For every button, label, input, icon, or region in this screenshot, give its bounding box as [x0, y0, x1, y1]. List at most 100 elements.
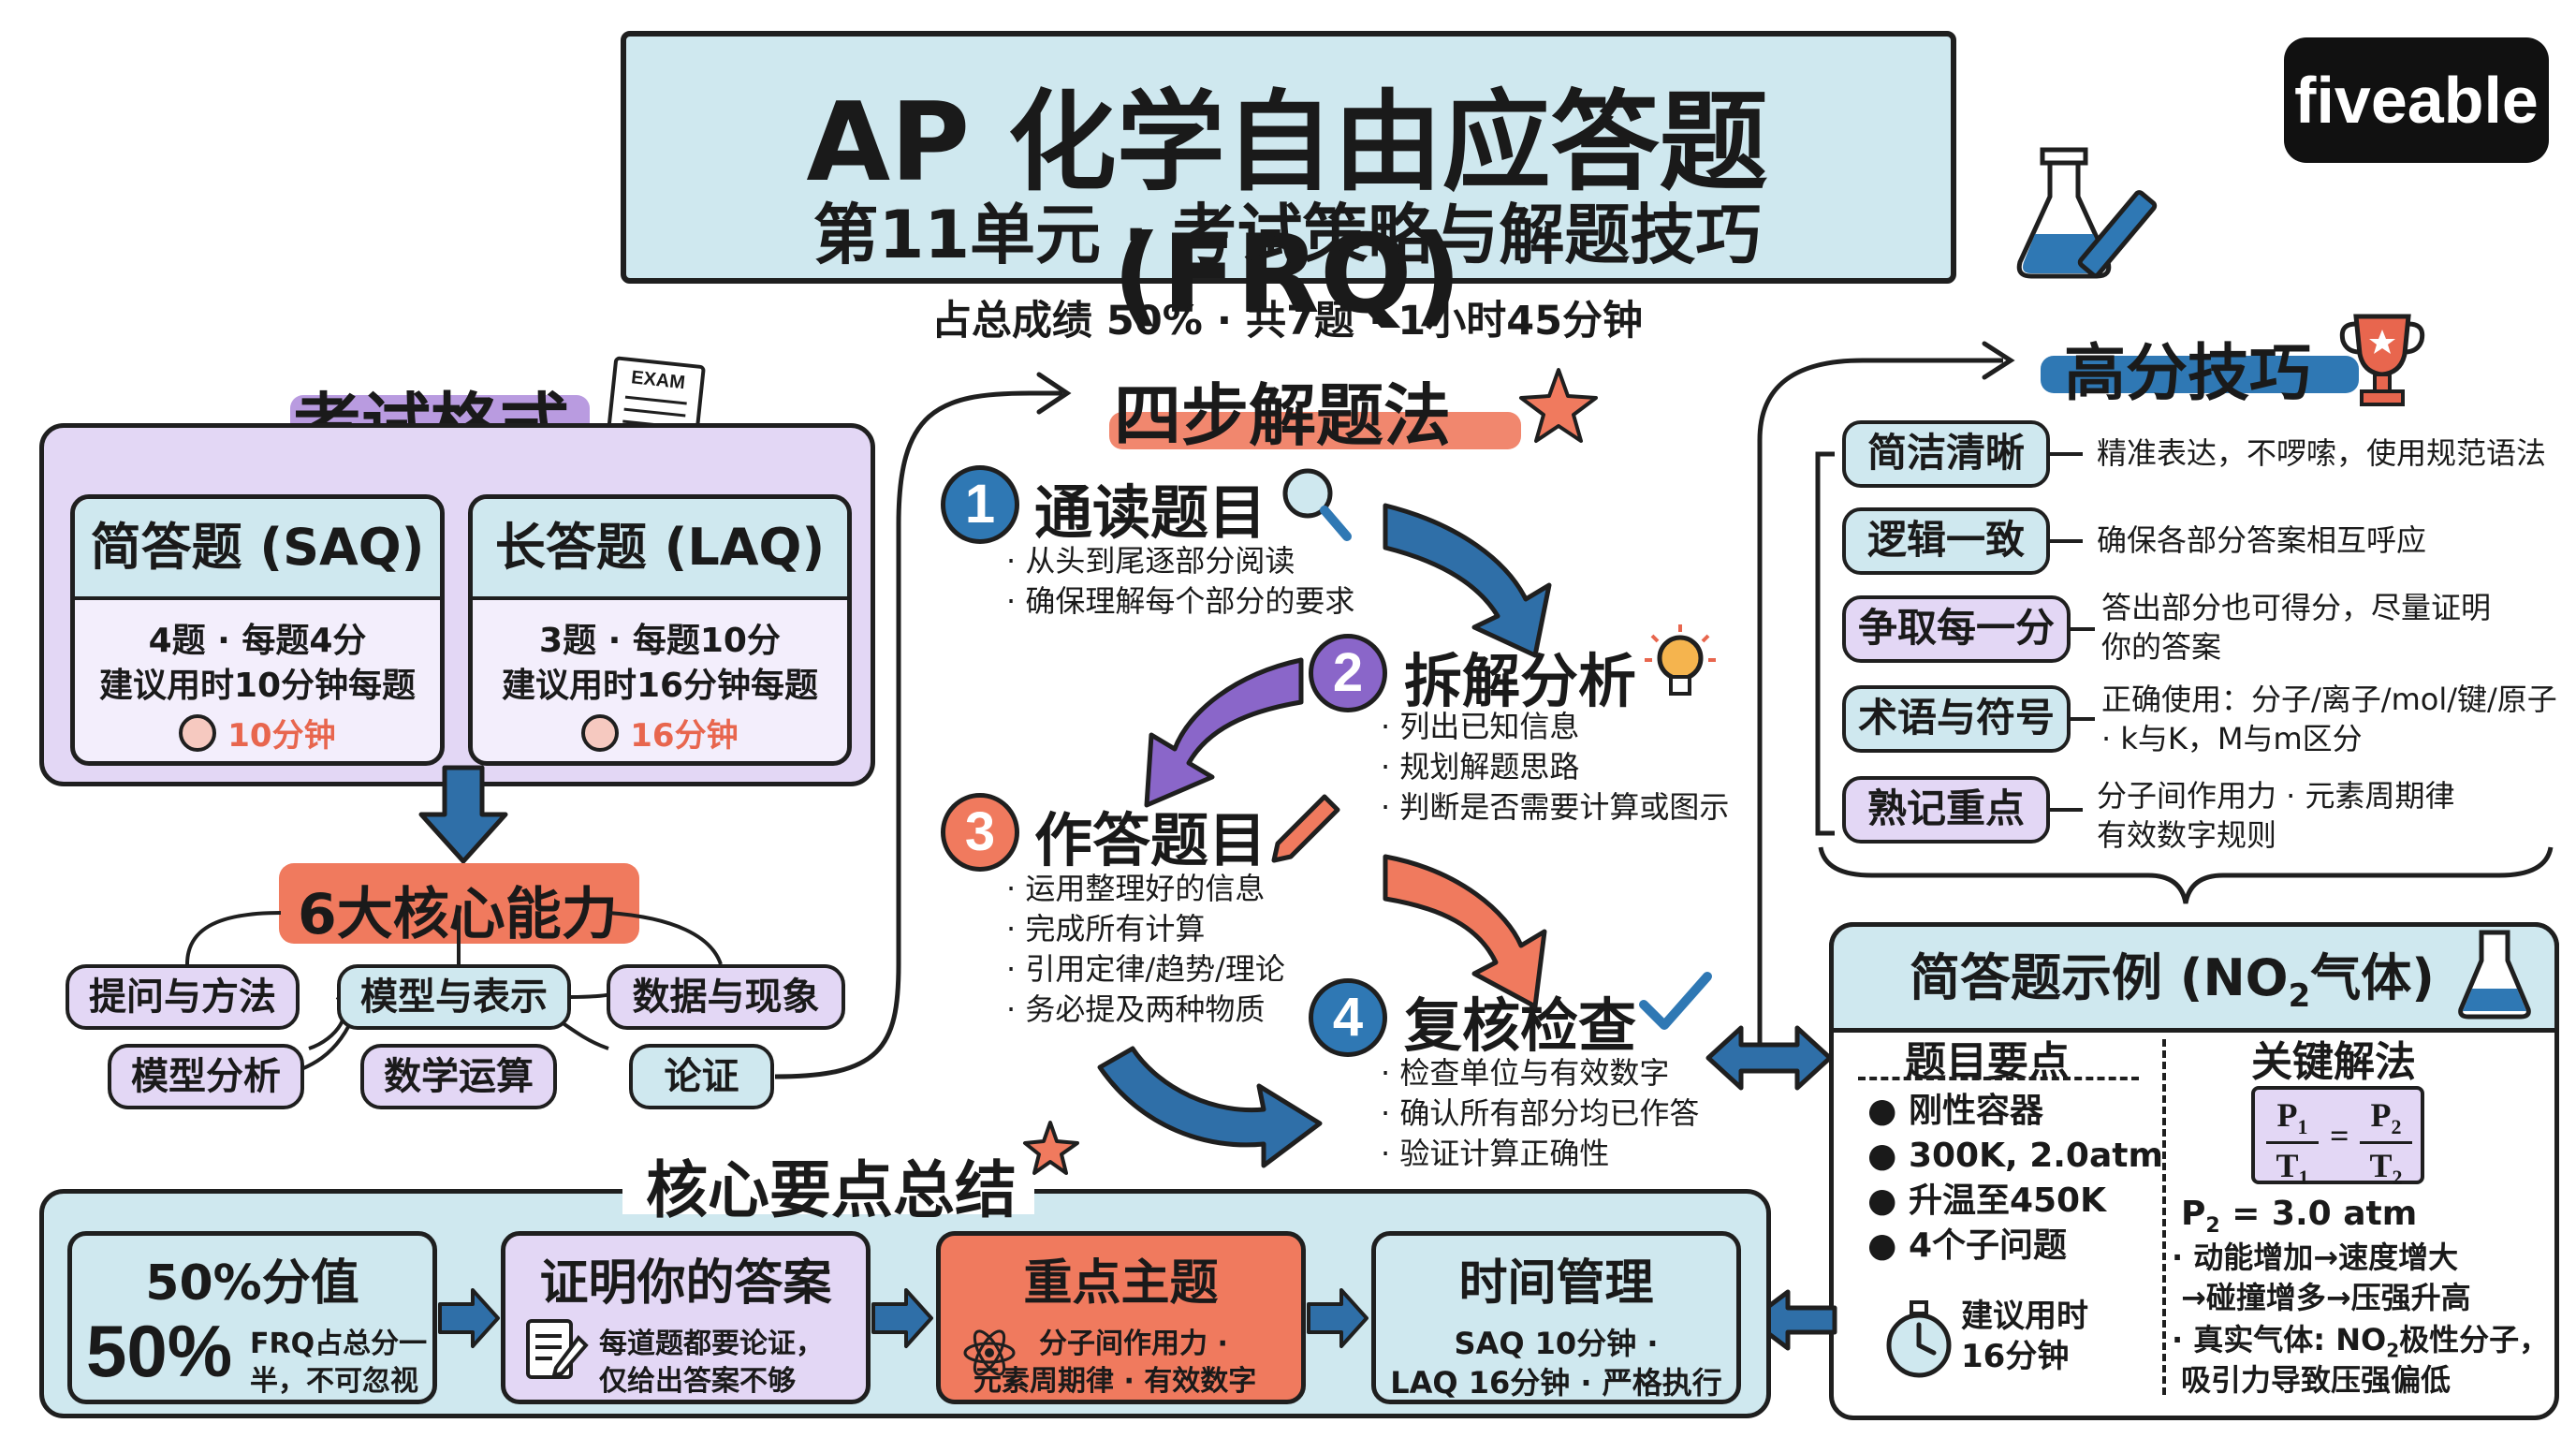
- saq-line2: 建议用时10分钟每题: [98, 667, 417, 705]
- ability-item: 论证: [629, 1044, 774, 1109]
- saq-title: 简答题 (SAQ): [75, 499, 440, 600]
- down-arrow-icon: [418, 765, 508, 864]
- example-point: ● 刚性容器: [1867, 1092, 2043, 1130]
- real-gas-note: · 真实气体: NO2极性分子，: [2172, 1320, 2549, 1371]
- double-arrow-icon: [1705, 1025, 1833, 1091]
- example-note: →碰撞增多→压强升高: [2181, 1280, 2471, 1315]
- example-point: ● 升温至450K: [1867, 1181, 2106, 1220]
- exam-info: 占总成绩 50% · 共7题 · 1小时45分钟: [930, 298, 1644, 345]
- beaker-icon: [2458, 930, 2531, 1020]
- step-bullet: · 规划解题思路: [1381, 749, 1580, 785]
- step-bullet: · 运用整理好的信息: [1006, 871, 1266, 906]
- tips-bracket: [1815, 451, 2554, 904]
- step-number: 4: [1309, 978, 1387, 1057]
- example-point-text: 300K, 2.0atm: [1908, 1137, 2163, 1175]
- example-point-text: 刚性容器: [1908, 1092, 2043, 1130]
- formula-box: P1 T1 = P2 T2: [2251, 1086, 2424, 1189]
- example-heading-text: 简答题示例 (NO: [1910, 948, 2289, 1007]
- tip-tag: 熟记重点: [1842, 776, 2050, 844]
- step-bullet: · 务必提及两种物质: [1006, 991, 1266, 1027]
- laq-title: 长答题 (LAQ): [473, 499, 847, 600]
- step-bullet: · 完成所有计算: [1006, 911, 1206, 946]
- tip-tag: 简洁清晰: [1842, 420, 2050, 488]
- saq-line1: 4题 · 每题4分: [148, 622, 367, 660]
- example-divider: [2162, 1039, 2166, 1395]
- summary-card-text: 分子间作用力 ·: [1039, 1328, 1228, 1360]
- laq-line2: 建议用时16分钟每题: [501, 667, 819, 705]
- magnifier-icon: [1282, 468, 1352, 541]
- formula-p2: P2: [2370, 1096, 2402, 1139]
- summary-heading: 核心要点总结: [646, 1154, 1017, 1226]
- star-icon: [1519, 368, 1598, 443]
- points-underline: [1858, 1077, 2139, 1080]
- tip-desc: 正确使用：分子/离子/mol/键/原子: [2101, 682, 2557, 717]
- laq-time-label: 16分钟: [630, 717, 739, 755]
- step-title: 拆解分析: [1404, 647, 1637, 715]
- trophy-icon: [2339, 314, 2425, 406]
- atom-icon: [963, 1329, 1016, 1376]
- tip-desc: 精准表达，不啰嗦，使用规范语法: [2097, 435, 2547, 471]
- pencil-icon: [1271, 794, 1340, 863]
- summary-heading-bg: [622, 1147, 1034, 1214]
- page-title: AP 化学自由应答题 (FRQ): [806, 80, 1768, 338]
- ability-item: 数学运算: [360, 1044, 557, 1109]
- result-sub: 2: [2205, 1214, 2220, 1239]
- example-note: · 动能增加→速度增大: [2172, 1240, 2459, 1275]
- ability-item: 模型与表示: [337, 964, 571, 1030]
- summary-card: 重点主题 分子间作用力 · 元素周期律 · 有效数字: [936, 1231, 1306, 1404]
- laq-line1: 3题 · 每题10分: [539, 622, 781, 660]
- formula-left: P1 T1: [2266, 1095, 2319, 1190]
- summary-card-text: 每道题都要论证，: [599, 1328, 824, 1360]
- step-number: 3: [941, 793, 1019, 872]
- step-bullet: · 检查单位与有效数字: [1381, 1055, 1670, 1091]
- tips-heading: 高分技巧: [2064, 337, 2311, 409]
- summary-card: 50%分值 50% FRQ占总分一 半，不可忽视: [67, 1231, 437, 1404]
- summary-card-title: 时间管理: [1458, 1255, 1654, 1312]
- result-value: P2 = 3.0 atm: [2181, 1194, 2417, 1246]
- brand-logo: fiveable: [2284, 37, 2549, 163]
- stopwatch-icon: [1886, 1300, 1952, 1378]
- step-number: 1: [941, 465, 1019, 544]
- step-title: 作答题目: [1034, 806, 1267, 874]
- tip-desc: 答出部分也可得分，尽量证明: [2101, 590, 2492, 625]
- result-text: = 3.0 atm: [2219, 1195, 2418, 1233]
- clock-icon: [179, 713, 217, 752]
- formula-p1: P1: [2276, 1096, 2308, 1139]
- step-bullet: · 列出已知信息: [1381, 709, 1580, 744]
- formula-t2: T2: [2369, 1147, 2403, 1190]
- tip-desc: 分子间作用力 · 元素周期律: [2097, 778, 2455, 814]
- step-bullet: · 从头到尾逐部分阅读: [1006, 543, 1295, 579]
- method-heading: 关键解法: [2251, 1038, 2416, 1086]
- tip-desc: 有效数字规则: [2097, 817, 2277, 853]
- step-arrows: [1097, 503, 1552, 1168]
- example-point: ● 4个子问题: [1867, 1226, 2068, 1265]
- example-point-text: 4个子问题: [1908, 1226, 2068, 1265]
- tips-connector: [1757, 341, 2015, 1049]
- clock-icon: [581, 713, 620, 752]
- real-gas-sub: 2: [2386, 1339, 2400, 1362]
- example-point: ● 300K, 2.0atm: [1867, 1137, 2163, 1175]
- tip-tag: 争取每一分: [1842, 595, 2071, 663]
- checkmark-icon: [1639, 972, 1712, 1030]
- laq-card: 长答题 (LAQ) 3题 · 每题10分 建议用时16分钟每题 16分钟: [468, 494, 852, 766]
- step-bullet: · 判断是否需要计算或图示: [1381, 789, 1730, 825]
- ability-item: 提问与方法: [66, 964, 300, 1030]
- formula-right: P2 T2: [2360, 1095, 2412, 1190]
- step-bullet: · 确保理解每个部分的要求: [1006, 583, 1355, 619]
- flow-connector: [774, 372, 1072, 1079]
- title-banner: [621, 31, 1956, 284]
- summary-card-title: 50%分值: [145, 1255, 359, 1312]
- formula-equals: =: [2330, 1117, 2349, 1154]
- summary-card-text: 半，不可忽视: [250, 1365, 418, 1398]
- example-heading: 简答题示例 (NO2气体): [1910, 936, 2435, 1015]
- tip-tag: 逻辑一致: [1842, 507, 2050, 575]
- steps-heading: 四步解题法: [1114, 376, 1452, 455]
- steps-heading-highlight: [1109, 412, 1521, 449]
- tip-desc: 确保各部分答案相互呼应: [2097, 522, 2427, 558]
- saq-time-label: 10分钟: [227, 717, 336, 755]
- timer-value: 16分钟: [1961, 1338, 2070, 1375]
- page-subtitle: 第11单元 · 考试策略与解题技巧: [812, 197, 1762, 273]
- summary-card-big: 50%: [86, 1310, 233, 1392]
- real-gas-note-line2: 吸引力导致压强偏低: [2181, 1362, 2452, 1398]
- summary-card-text: FRQ占总分一: [250, 1328, 428, 1360]
